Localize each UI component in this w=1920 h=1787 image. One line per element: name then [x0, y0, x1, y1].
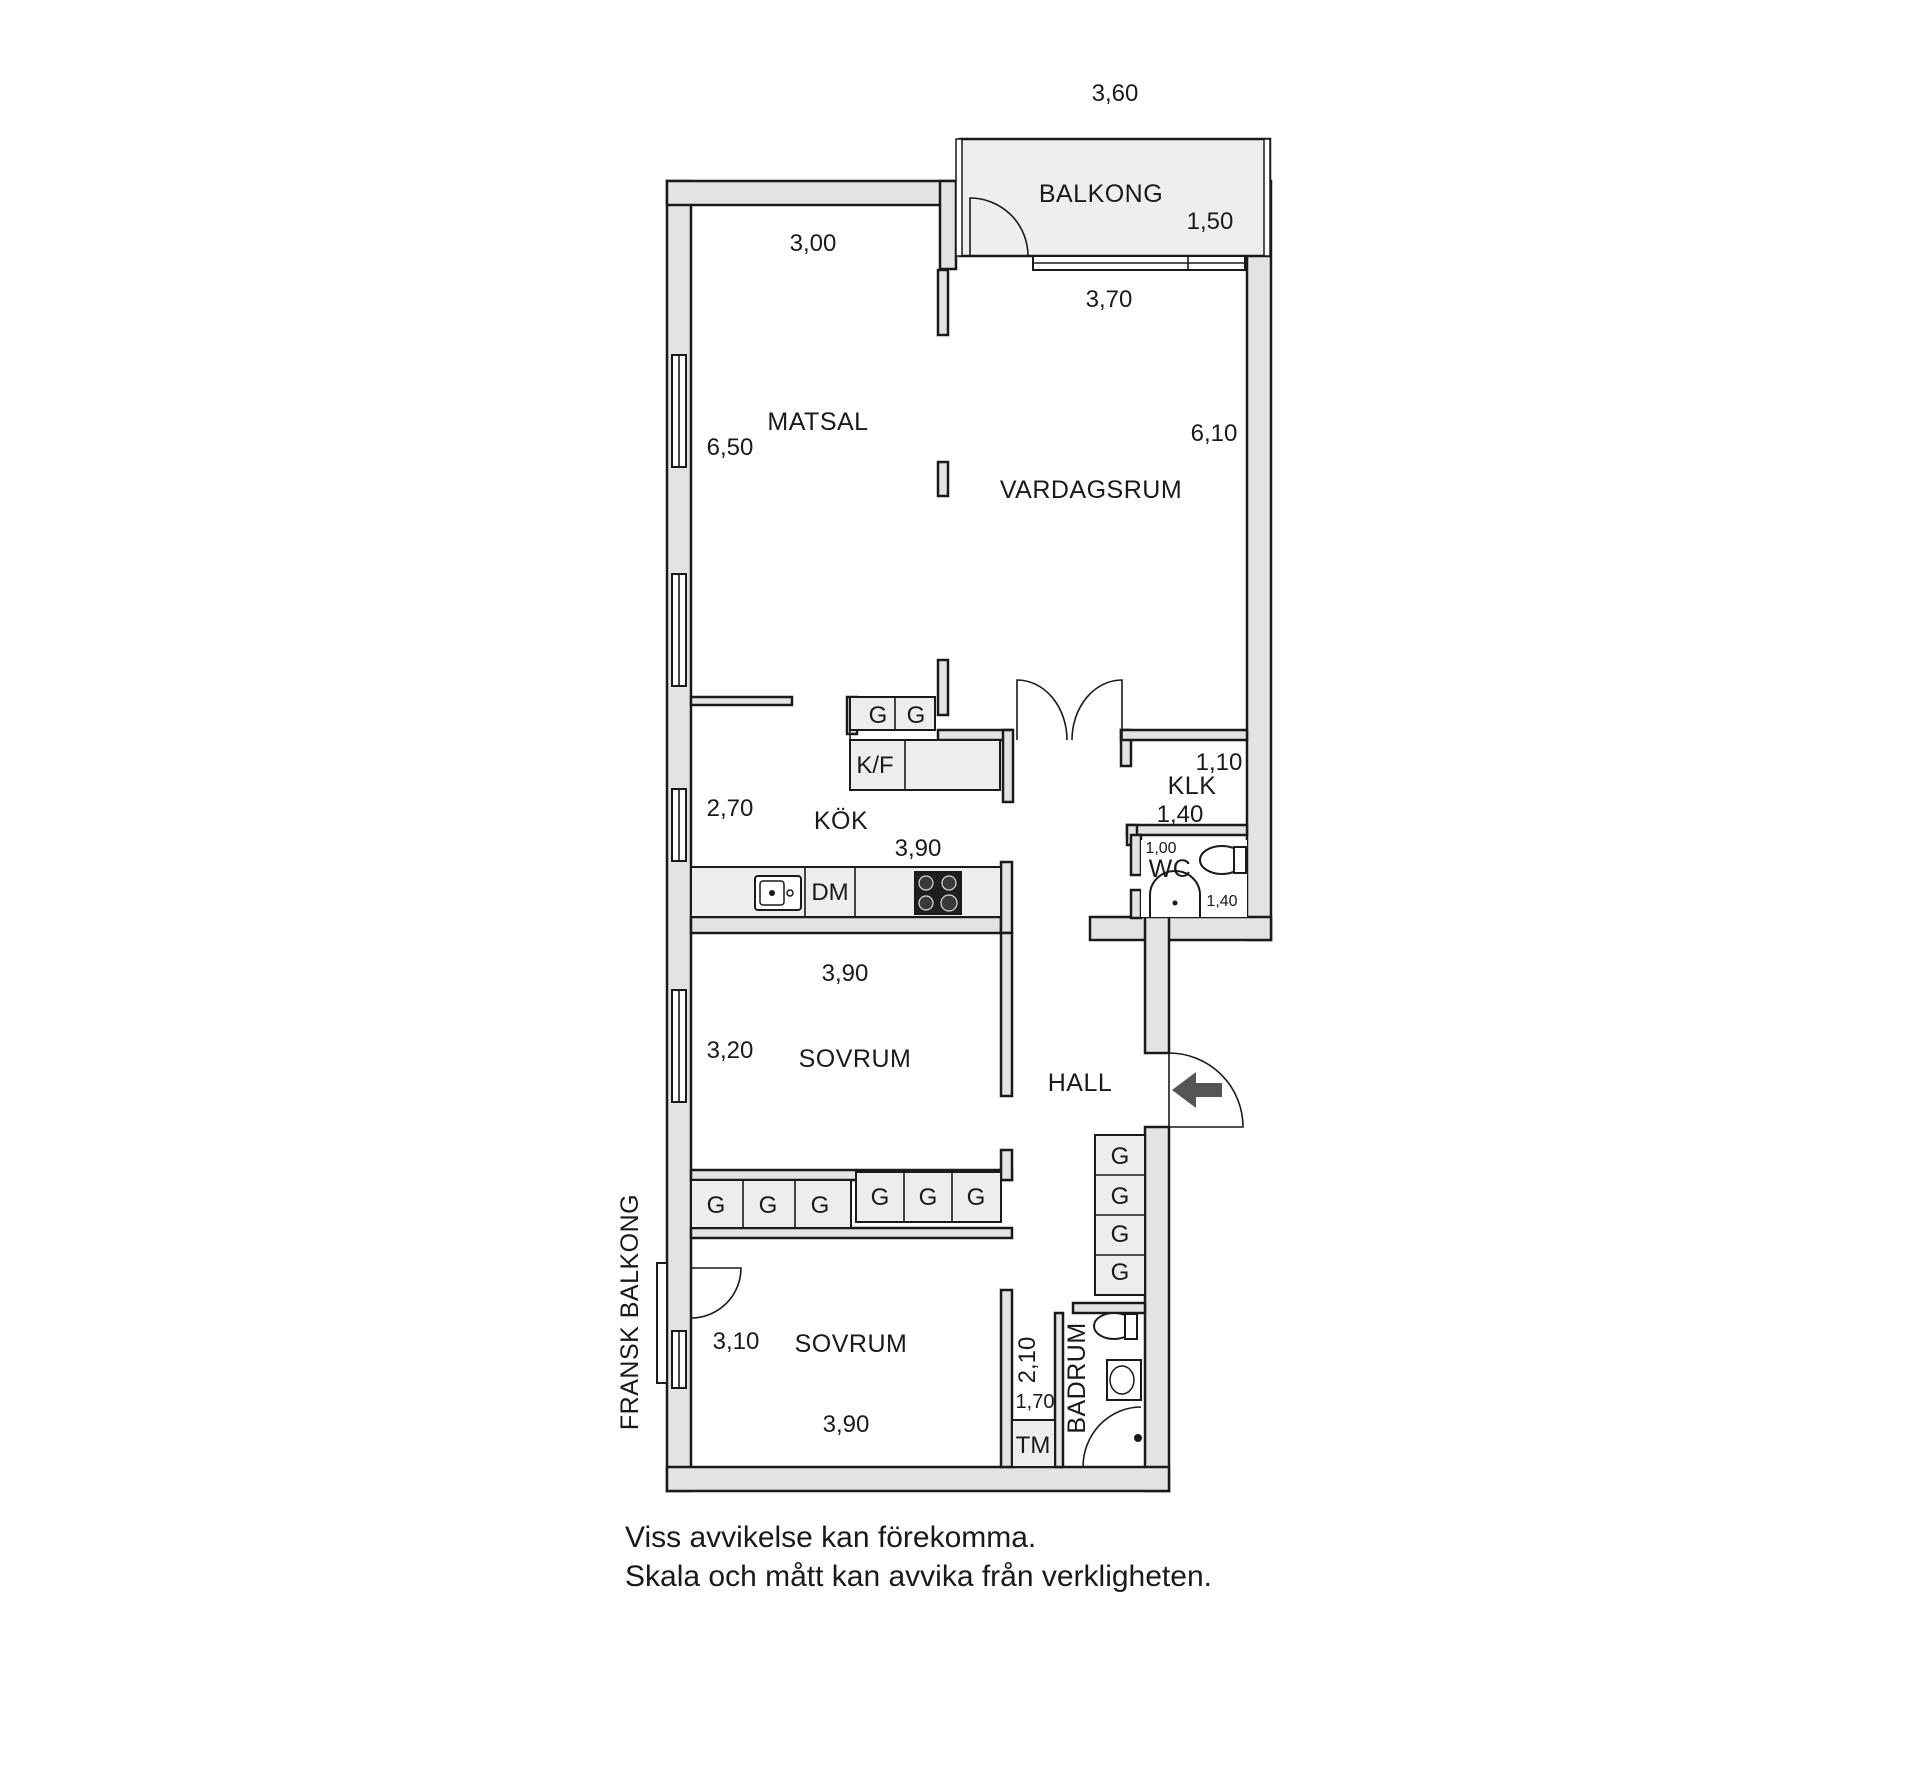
- dim-sovrum1-depth: 3,20: [707, 1037, 754, 1064]
- room-label-sovrum-2: SOVRUM: [795, 1330, 908, 1358]
- wardrobe-label: G: [811, 1192, 830, 1219]
- wardrobe-label: G: [1111, 1221, 1130, 1248]
- dim-badrum-width: 1,70: [1016, 1391, 1055, 1413]
- washer-label: TM: [1016, 1432, 1051, 1459]
- entrance-arrow-icon: [1172, 1072, 1222, 1108]
- room-label-hall: HALL: [1048, 1069, 1113, 1097]
- wardrobe-label: G: [919, 1184, 938, 1211]
- dim-kok-depth: 2,70: [707, 795, 754, 822]
- disclaimer-line-2: Skala och mått kan avvika från verklighe…: [625, 1560, 1212, 1593]
- dim-sovrum1-width: 3,90: [822, 960, 869, 987]
- room-label-fransk-balkong: FRANSK BALKONG: [616, 1194, 644, 1430]
- dim-klk-width: 1,10: [1196, 749, 1243, 776]
- wardrobe-label: G: [759, 1192, 778, 1219]
- doors: [690, 679, 1244, 1319]
- disclaimer-line-1: Viss avvikelse kan förekomma.: [625, 1521, 1037, 1554]
- windows: [656, 354, 687, 1389]
- fridge-freezer-label: K/F: [856, 752, 893, 779]
- room-label-badrum: BADRUM: [1063, 1322, 1091, 1433]
- room-label-kok: KÖK: [814, 807, 868, 835]
- wardrobe-label: G: [967, 1184, 986, 1211]
- wardrobe-label: G: [869, 702, 888, 729]
- interior-walls: [689, 268, 1249, 1469]
- wardrobe-label: G: [1111, 1259, 1130, 1286]
- disclaimer: Viss avvikelse kan förekomma. Skala och …: [625, 1518, 1212, 1596]
- fixture-labels: G G K/F DM G G G G G G G G G G TM: [707, 702, 1130, 1459]
- dim-balkong-depth: 1,50: [1187, 208, 1234, 235]
- room-label-wc: WC: [1149, 855, 1192, 883]
- dim-vardagsrum-width: 3,70: [1086, 286, 1133, 313]
- badrum-fixtures: [1011, 1312, 1142, 1468]
- room-label-matsal: MATSAL: [767, 408, 868, 436]
- dim-vardagsrum-length: 6,10: [1191, 420, 1238, 447]
- kitchen: [690, 696, 1002, 918]
- dim-badrum-length: 2,10: [1014, 1337, 1041, 1384]
- dimension-labels: 3,60 1,50 3,00 3,70 6,50 6,10 1,10 1,40 …: [707, 80, 1243, 1438]
- balcony: [955, 137, 1272, 271]
- wc-fixtures: [1141, 840, 1247, 917]
- room-label-vardagsrum: VARDAGSRUM: [1000, 476, 1182, 504]
- room-label-klk: KLK: [1168, 772, 1217, 800]
- dim-kok-width: 3,90: [895, 835, 942, 862]
- wardrobe-label: G: [907, 702, 926, 729]
- dim-klk-depth: 1,40: [1157, 801, 1204, 828]
- wardrobes: [690, 1134, 1146, 1296]
- dim-matsal-length: 6,50: [707, 434, 754, 461]
- dim-sovrum2-depth: 3,10: [713, 1328, 760, 1355]
- room-labels: BALKONG MATSAL VARDAGSRUM KÖK KLK WC SOV…: [616, 180, 1216, 1434]
- dim-matsal-width: 3,00: [790, 230, 837, 257]
- dim-wc-depth: 1,40: [1206, 893, 1237, 910]
- wardrobe-label: G: [1111, 1183, 1130, 1210]
- wardrobe-label: G: [1111, 1143, 1130, 1170]
- wardrobe-label: G: [707, 1192, 726, 1219]
- dim-wc-width: 1,00: [1145, 840, 1176, 857]
- wardrobe-label: G: [871, 1184, 890, 1211]
- room-label-sovrum-1: SOVRUM: [799, 1045, 912, 1073]
- room-label-balkong: BALKONG: [1039, 180, 1163, 208]
- dim-sovrum2-width: 3,90: [823, 1411, 870, 1438]
- dim-balkong-width: 3,60: [1092, 80, 1139, 107]
- dishwasher-label: DM: [811, 879, 848, 906]
